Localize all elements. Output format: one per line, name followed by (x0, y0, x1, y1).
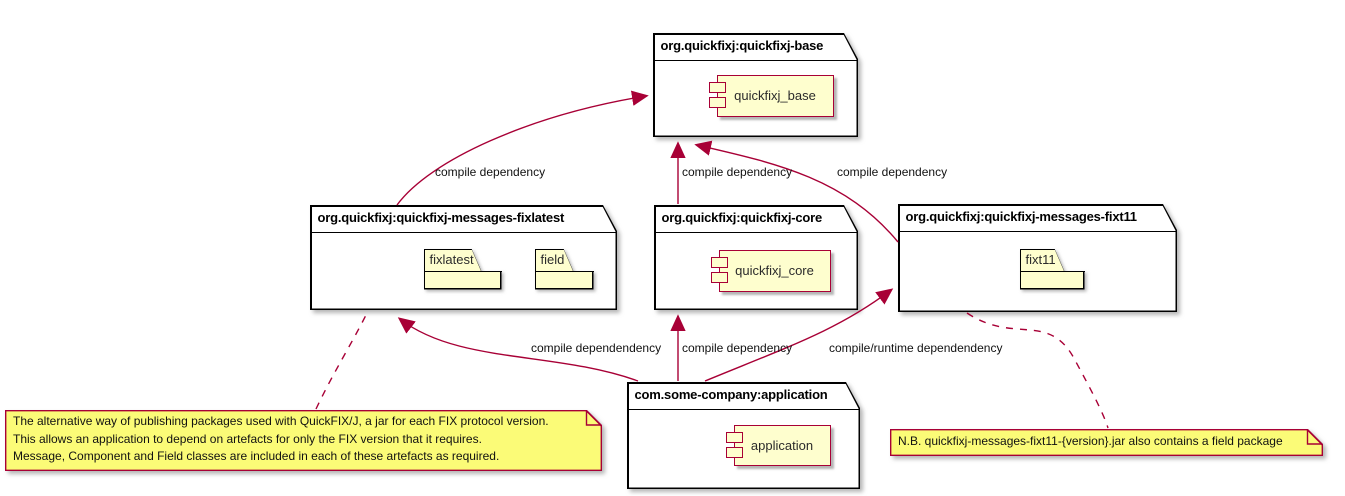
folder-divider (1020, 271, 1085, 272)
folder-fixt11: fixt11 (1020, 249, 1085, 290)
package-title: org.quickfixj:quickfixj-messages-fixlate… (312, 207, 616, 233)
folder-label: field (540, 251, 565, 267)
edge-note-to-fixlatest (315, 314, 367, 410)
component-label: quickfixj_core (735, 263, 814, 278)
edge-note-to-fixt11 (966, 312, 1109, 429)
note-line: Message, Component and Field classes are… (13, 449, 500, 463)
folder-fixlatest: fixlatest (424, 249, 502, 290)
edge-label-core-base: compile dependency (682, 165, 793, 179)
component-label: quickfixj_base (734, 88, 816, 103)
folder-divider (535, 271, 594, 272)
note-fold-corner (585, 410, 602, 426)
folder-label: fixlatest (429, 251, 474, 267)
component-icon-tab (709, 97, 726, 108)
component-quickfixj-core: quickfixj_core (719, 250, 831, 292)
package-title: org.quickfixj:quickfixj-core (656, 207, 857, 233)
edge-label-application-fixlatest: compile dependendency (531, 341, 662, 355)
edge-label-application-fixt11: compile/runtime dependendency (829, 341, 1003, 355)
component-icon-tab (709, 82, 726, 93)
package-title: org.quickfixj:quickfixj-base (655, 35, 857, 61)
edge-label-fixt11-base: compile dependency (837, 165, 948, 179)
package-quickfixj-base: org.quickfixj:quickfixj-base quickfixj_b… (653, 33, 858, 137)
folder-field: field (535, 249, 594, 290)
component-icon-tab (711, 272, 728, 283)
note-line: This allows an application to depend on … (13, 431, 482, 446)
folder-divider (424, 271, 502, 272)
edge-fixlatest-to-base (396, 90, 649, 206)
package-quickfixj-messages-fixt11: org.quickfixj:quickfixj-messages-fixt11 … (898, 204, 1177, 312)
package-application: com.some-company:application application (627, 382, 860, 489)
edge-label-fixlatest-base: compile dependency (435, 165, 546, 179)
component-application: application (734, 425, 831, 466)
component-label: application (750, 437, 814, 453)
package-title: org.quickfixj:quickfixj-messages-fixt11 (900, 206, 1176, 232)
note-line: The alternative way of publishing packag… (13, 414, 549, 428)
edge-label-application-core: compile dependency (682, 341, 793, 355)
component-icon-tab (726, 447, 743, 458)
component-quickfixj-base: quickfixj_base (717, 75, 834, 117)
note-line: N.B. quickfixj-messages-fixt11-{version}… (898, 434, 1283, 448)
note-publishing-packages: The alternative way of publishing packag… (5, 410, 602, 471)
package-title: com.some-company:application (629, 384, 859, 410)
folder-label: fixt11 (1025, 251, 1056, 267)
component-icon-tab (711, 257, 728, 268)
note-fixt11-field-package: N.B. quickfixj-messages-fixt11-{version}… (890, 429, 1323, 456)
package-quickfixj-messages-fixlatest: org.quickfixj:quickfixj-messages-fixlate… (310, 205, 617, 310)
package-quickfixj-core: org.quickfixj:quickfixj-core quickfixj_c… (654, 205, 858, 310)
component-icon-tab (726, 432, 743, 443)
note-fold-corner (1306, 429, 1323, 445)
